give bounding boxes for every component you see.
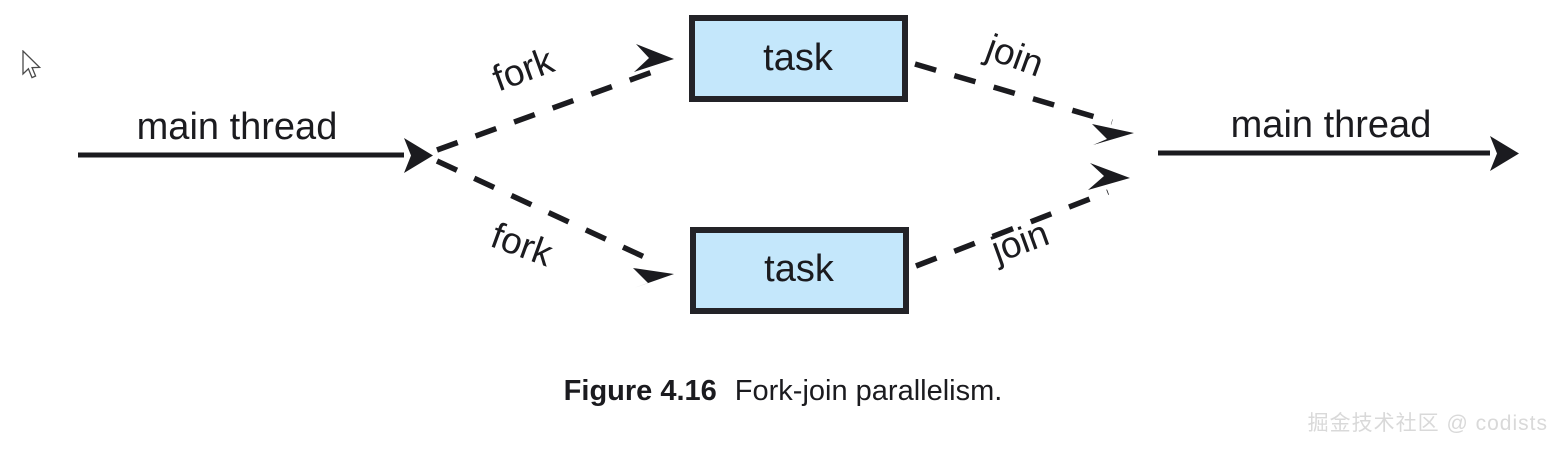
figure-caption: Figure 4.16 Fork-join parallelism. (0, 375, 1566, 408)
task-bottom[interactable]: task (690, 227, 909, 314)
fork-top-arrowhead (634, 44, 674, 72)
join-bottom-line (915, 189, 1109, 269)
watermark-text: 掘金技术社区 @ codists (1307, 412, 1548, 435)
join-top-arrowhead (1092, 124, 1134, 145)
fork-bottom-label: fork (486, 215, 558, 275)
main-thread-right: main thread (1158, 104, 1519, 171)
fork-top-label: fork (487, 39, 559, 99)
join-bottom-arrowhead (1088, 163, 1130, 190)
join-bottom-label: join (985, 212, 1054, 271)
task-top-label: task (763, 37, 834, 79)
main-thread-left: main thread (78, 106, 433, 173)
main-thread-right-arrowhead (1490, 136, 1519, 171)
figure-caption-number: Figure 4.16 (563, 375, 717, 407)
task-bottom-box[interactable] (690, 227, 909, 314)
main-thread-left-arrowhead (404, 138, 433, 173)
join-bottom-edge: join (915, 163, 1130, 271)
fork-bottom-edge: fork (435, 158, 674, 288)
fork-bottom-arrowhead (633, 268, 674, 288)
join-top-line (914, 61, 1113, 125)
figure-caption-text: Fork-join parallelism. (734, 375, 1003, 407)
task-top-box[interactable] (689, 15, 908, 102)
main-thread-right-label: main thread (1231, 104, 1432, 146)
join-top-edge: join (914, 26, 1134, 145)
main-thread-left-label: main thread (137, 106, 338, 148)
join-top-label: join (980, 26, 1049, 85)
task-bottom-label: task (764, 248, 835, 290)
fork-top-edge: fork (436, 39, 674, 153)
task-top[interactable]: task (689, 15, 908, 102)
